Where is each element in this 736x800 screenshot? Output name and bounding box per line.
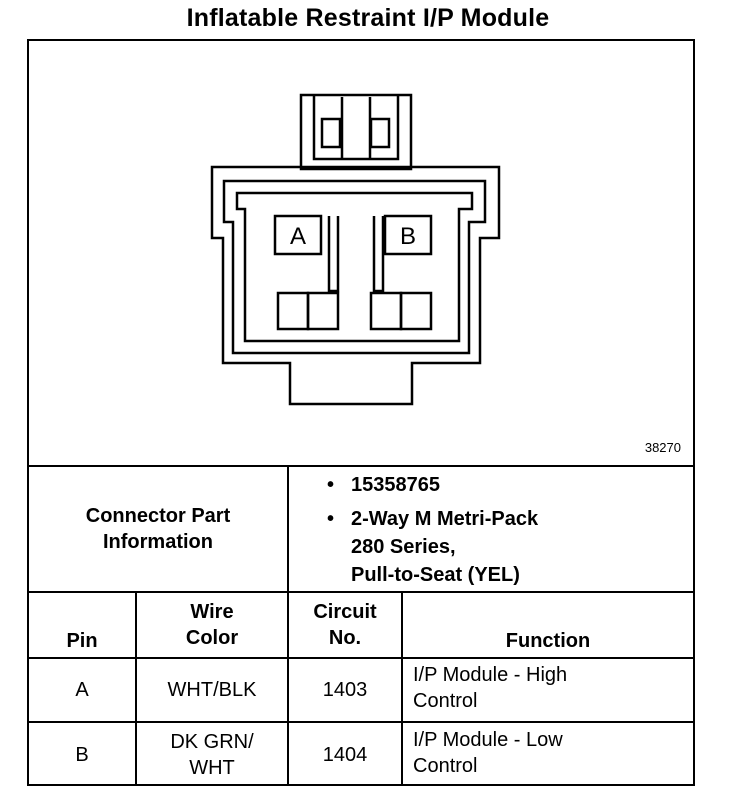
cavity-b-label: B [400,223,416,250]
divider-diagram [29,465,693,467]
latch-bar [340,97,372,159]
header-circuit: Circuit No. [313,601,377,649]
housing-lip [235,191,474,343]
connector-info-label: Connector Part Information [85,505,231,553]
divider-col-3 [401,591,403,786]
divider-col-1 [135,591,137,786]
cavity-b-label-box [383,214,433,256]
latch-slot-left [320,117,342,149]
connector-frame: A B 38270 Connector Part Information •15… [27,39,695,786]
row-a-wire-color: WHT/BLK [167,679,257,701]
latch-slot-right [369,117,391,149]
row-b-circuit: 1404 [322,743,368,766]
latch-inner [312,95,400,161]
cavity-a-label: A [290,223,306,250]
cavity-a-terminal-left [276,291,310,331]
row-a-function: I/P Module - High Control [413,664,568,712]
header-pin: Pin [66,630,98,652]
cavity-a-label-box [273,214,323,256]
row-b-wire-color: DK GRN/ WHT [170,730,254,779]
connector-drawing: A B [210,93,501,406]
cavity-a-terminal-right [306,291,340,331]
row-b-pin: B [75,743,89,766]
cavity-b-latch [372,216,385,293]
figure-number: 38270 [644,440,681,455]
header-wire-color: Wire Color [185,601,239,649]
connector-info-details: •15358765 • 2-Way M Metri-Pack 280 Serie… [327,471,538,589]
divider-col-2 [287,591,289,786]
housing-inner [222,179,487,355]
divider-info-vertical [287,465,289,593]
connector-latch [299,93,413,171]
diagram-title: Inflatable Restraint I/P Module [186,4,550,32]
row-a-pin: A [75,679,89,701]
divider-header [29,657,693,659]
part-number-item: •15358765 [327,474,440,496]
header-function: Function [505,630,591,652]
divider-row [29,721,693,723]
row-a-circuit: 1403 [322,679,368,701]
cavity-b-terminal-right [399,291,433,331]
cavity-a-latch [327,216,340,293]
divider-info [29,591,693,593]
cavity-b-terminal-left [369,291,403,331]
housing-outline [210,165,501,406]
row-b-function: I/P Module - Low Control [413,729,563,777]
connector-description-item: • 2-Way M Metri-Pack 280 Series, Pull-to… [327,508,539,586]
